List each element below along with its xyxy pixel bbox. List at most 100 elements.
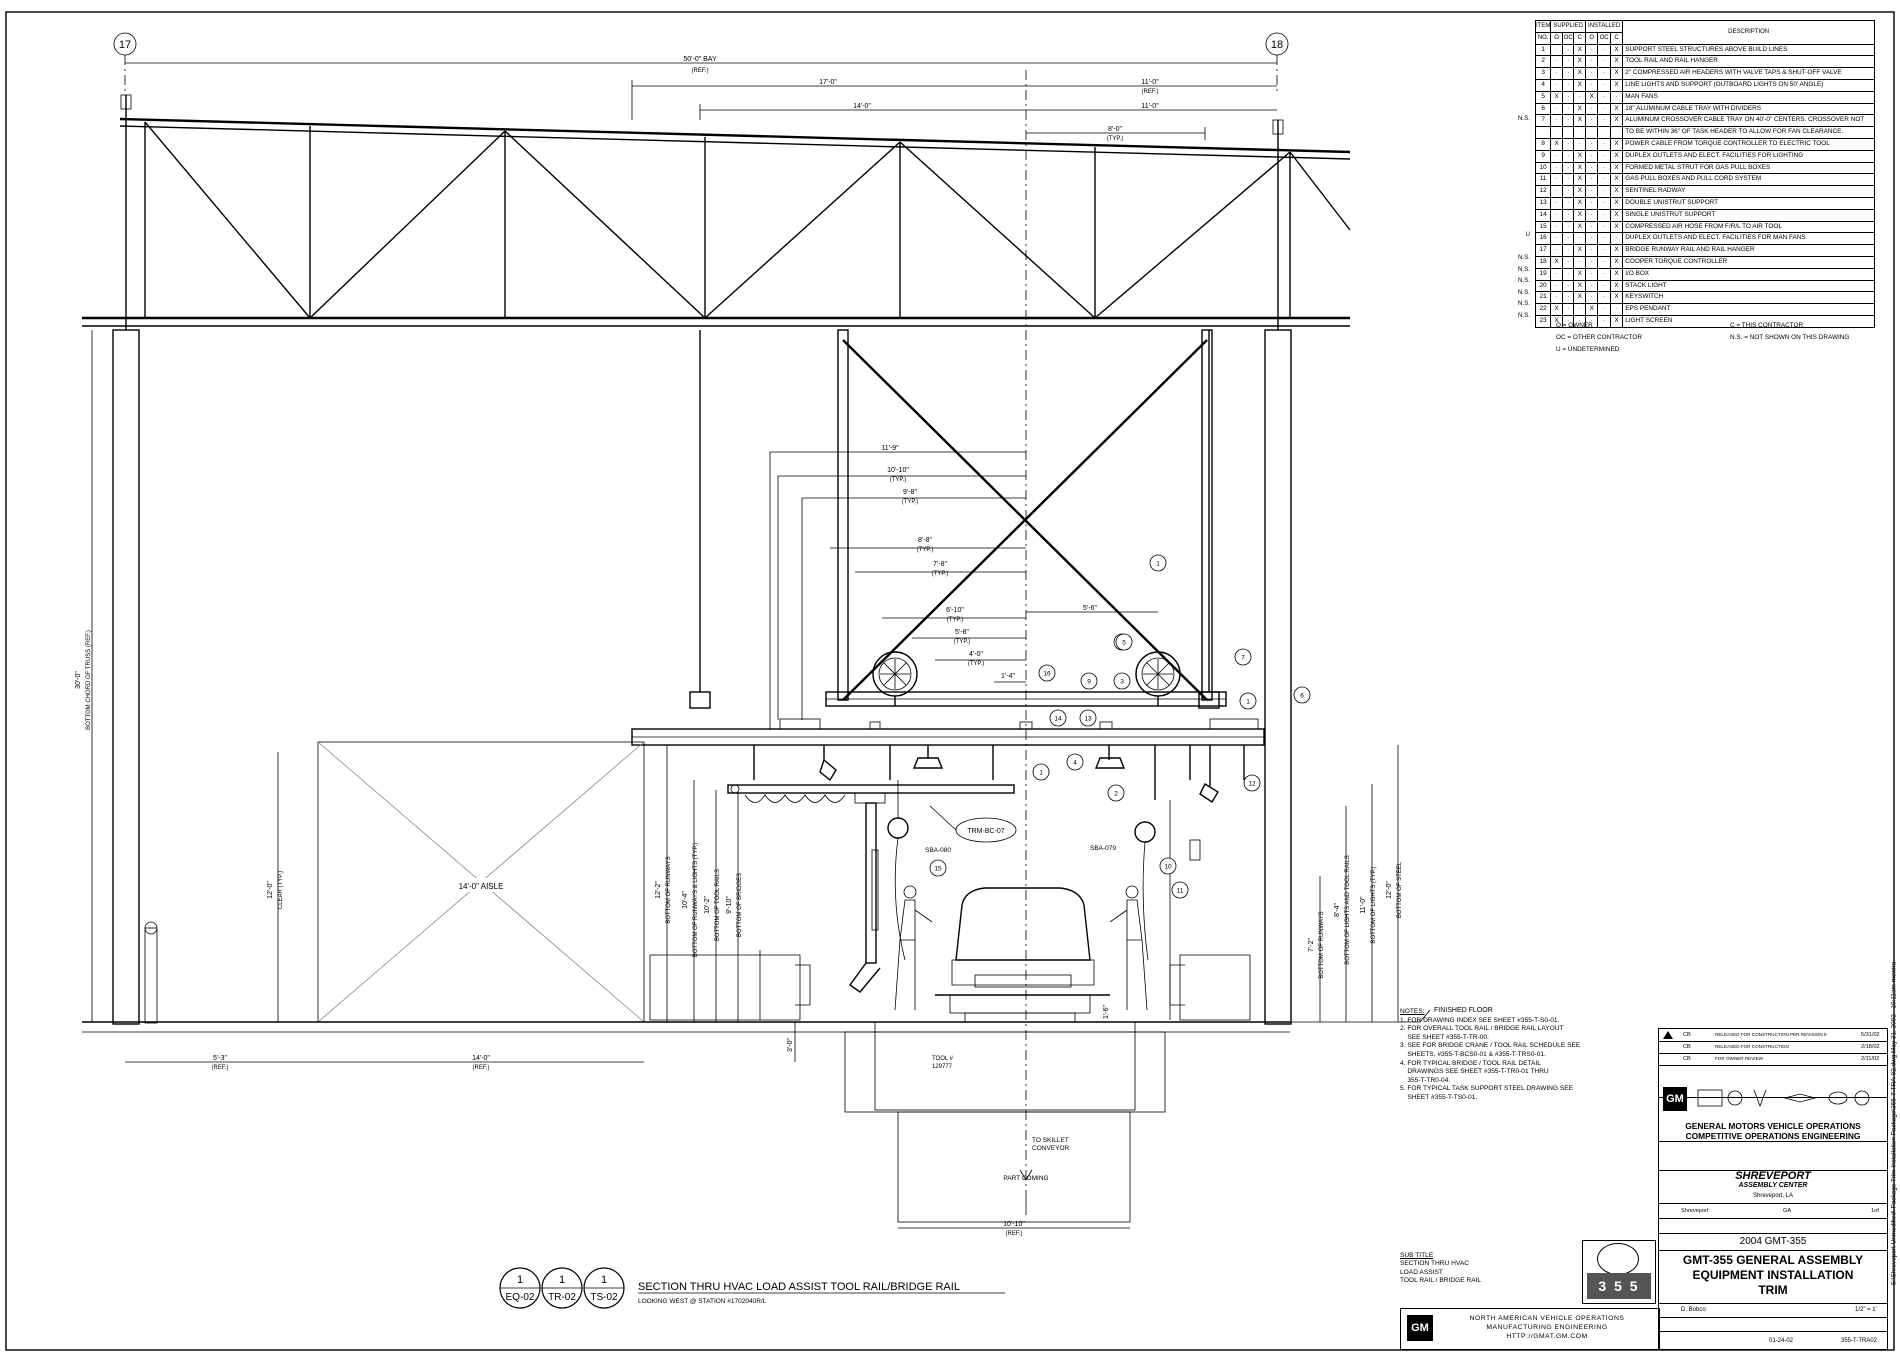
dim-8-0: 8'-0" [1108, 126, 1122, 133]
schedule-supplied-mark: · [1561, 102, 1575, 116]
schedule-supplied-mark [1561, 126, 1575, 139]
schedule-installed-mark: · [1585, 161, 1599, 175]
schedule-installed-mark: X [1609, 137, 1624, 151]
disclaimer-text [1659, 1142, 1887, 1171]
building-column-right [1264, 119, 1292, 1025]
man-fan-right [1135, 651, 1181, 706]
schedule-supplied-mark: X [1550, 137, 1563, 151]
sba-079-label: SBA-079 [1090, 845, 1116, 852]
schedule-supplied-mark: X [1573, 161, 1587, 175]
bottom-runways-right-label: BOTTOM OF RUNWAYS [1319, 911, 1325, 978]
equipment-schedule: ITEM SUPPLIED INSTALLED DESCRIPTION NO. … [1534, 20, 1875, 328]
dim-7-2: 7'-2" [1308, 938, 1315, 952]
schedule-item-no: 5 [1534, 90, 1552, 104]
workbench-right [1169, 954, 1251, 1021]
schedule-item-no: 18 [1534, 255, 1552, 269]
schedule-supplied-mark: · [1561, 55, 1575, 69]
schedule-item-no: 9 [1534, 149, 1552, 163]
revision-date: 5/31/02 [1861, 1032, 1880, 1038]
dim-14-0-ref: 14'-0" [472, 1055, 490, 1062]
dim-6-10-typ: (TYP.) [947, 617, 964, 623]
callout-number: 10 [1164, 864, 1172, 871]
schedule-supplied-mark: X [1550, 314, 1563, 328]
schedule-description: DUPLEX OUTLETS AND ELECT. FACILITIES FOR… [1622, 232, 1875, 246]
dim-11-0: 11'-0" [1141, 103, 1159, 110]
schedule-supplied-mark: X [1573, 43, 1587, 57]
schedule-installed-mark: · [1585, 314, 1599, 328]
dim-10-10-ref-sub: (REF.) [1006, 1231, 1023, 1237]
dim-7-8: 7'-8" [933, 561, 947, 568]
general-notes: NOTES: 1. FOR DRAWING INDEX SEE SHEET #3… [1400, 1008, 1625, 1103]
callout-number: 14 [1054, 716, 1062, 723]
vertical-dimensions: 30'-0" BOTTOM CHORD OF TRUSS (REF.) 12'-… [75, 330, 1403, 1022]
schedule-installed-mark: · [1597, 244, 1611, 257]
schedule-item-no: 19 [1534, 267, 1552, 281]
drawing-title: GMT-355 GENERAL ASSEMBLY EQUIPMENT INSTA… [1659, 1251, 1887, 1304]
revision-mark: CB [1683, 1044, 1691, 1050]
callout-14: 14 [1049, 709, 1067, 727]
date-value: 01-24-02 [1769, 1338, 1794, 1344]
schedule-installed-mark: · [1585, 208, 1599, 222]
callout-number: 15 [934, 866, 942, 873]
conveyor-label: CONVEYOR [1032, 1145, 1070, 1152]
schedule-installed-mark: · [1597, 173, 1611, 187]
schedule-description: I/O BOX [1622, 267, 1875, 281]
dim-8-8-typ: (TYP.) [917, 547, 934, 553]
location-row: Shreveport GA 1of [1659, 1204, 1887, 1219]
callout-number: 2 [1114, 791, 1118, 798]
schedule-supplied-mark: · [1550, 244, 1563, 257]
schedule-installed-mark: · [1585, 279, 1599, 293]
drawing-number: 355-T-TRA02 [1841, 1338, 1878, 1344]
schedule-item-no: 20 [1534, 279, 1552, 293]
schedule-supplied-mark: · [1561, 149, 1575, 163]
schedule-supplied-mark: · [1561, 244, 1575, 257]
dim-6-10: 6'-10" [946, 607, 964, 614]
brand-logos [1697, 1089, 1870, 1108]
dim-1-6: 1'-6" [1103, 1005, 1110, 1019]
schedule-supplied-mark: X [1573, 244, 1587, 257]
callout-bubbles: 1112345679101112131415165 [929, 554, 1311, 899]
schedule-supplied-mark: · [1573, 303, 1587, 316]
schedule-installed-mark: X [1609, 43, 1624, 57]
schedule-installed-mark: X [1609, 55, 1624, 69]
dim-14-0-ref-sub: (REF.) [473, 1065, 490, 1071]
schedule-installed-mark: · [1597, 267, 1611, 281]
schedule-item-no: 17 [1534, 244, 1552, 257]
callout-number: 3 [1120, 679, 1124, 686]
line-light-outboard [1199, 745, 1219, 803]
schedule-description: SUPPORT STEEL STRUCTURES ABOVE BUILD LIN… [1622, 43, 1875, 57]
schedule-item-no: 12 [1534, 185, 1552, 198]
schedule-installed-mark: · [1597, 137, 1611, 151]
callout-number: 16 [1043, 671, 1051, 678]
sched-item-header: ITEM [1534, 20, 1552, 33]
drawing-title-line-1: GMT-355 GENERAL ASSEMBLY [1682, 1253, 1864, 1267]
schedule-supplied-mark: X [1573, 114, 1587, 128]
grid-label-18: 18 [1271, 39, 1283, 51]
schedule-description: 2" COMPRESSED AIR HEADERS WITH VALVE TAP… [1622, 67, 1875, 80]
schedule-supplied-mark: · [1561, 114, 1575, 128]
revision-mark: CB [1683, 1056, 1691, 1062]
bottom-dimensions: 5'-3" (REF.) 14'-0" (REF.) 10'-10" (REF.… [125, 1005, 1130, 1237]
dim-12-2: 12'-2" [655, 881, 662, 899]
callout-6: 6 [1293, 686, 1311, 704]
schedule-prefix: U [1525, 230, 1530, 238]
schedule-installed-mark: · [1597, 114, 1611, 128]
section-bubble-bottom: TR-02 [548, 1292, 576, 1303]
callout-number: 5 [1122, 640, 1126, 647]
note-line: 2. FOR OVERALL TOOL RAIL / BRIDGE RAIL L… [1400, 1025, 1564, 1033]
aisle-zone: 14'-0" AISLE [317, 741, 645, 1023]
schedule-installed-mark: · [1585, 149, 1599, 163]
schedule-row: TO BE WITHIN 36" OF TASK HEADER TO ALLOW… [1534, 126, 1875, 139]
dim-12-0: 12'-0" [267, 881, 274, 899]
schedule-supplied-mark: X [1573, 267, 1587, 281]
callout-3: 3 [1113, 672, 1131, 690]
note-line: 3. SEE FOR BRIDGE CRANE / TOOL RAIL SCHE… [1400, 1042, 1581, 1050]
schedule-supplied-mark: · [1561, 90, 1575, 104]
dim-8-4: 8'-4" [1334, 903, 1341, 917]
